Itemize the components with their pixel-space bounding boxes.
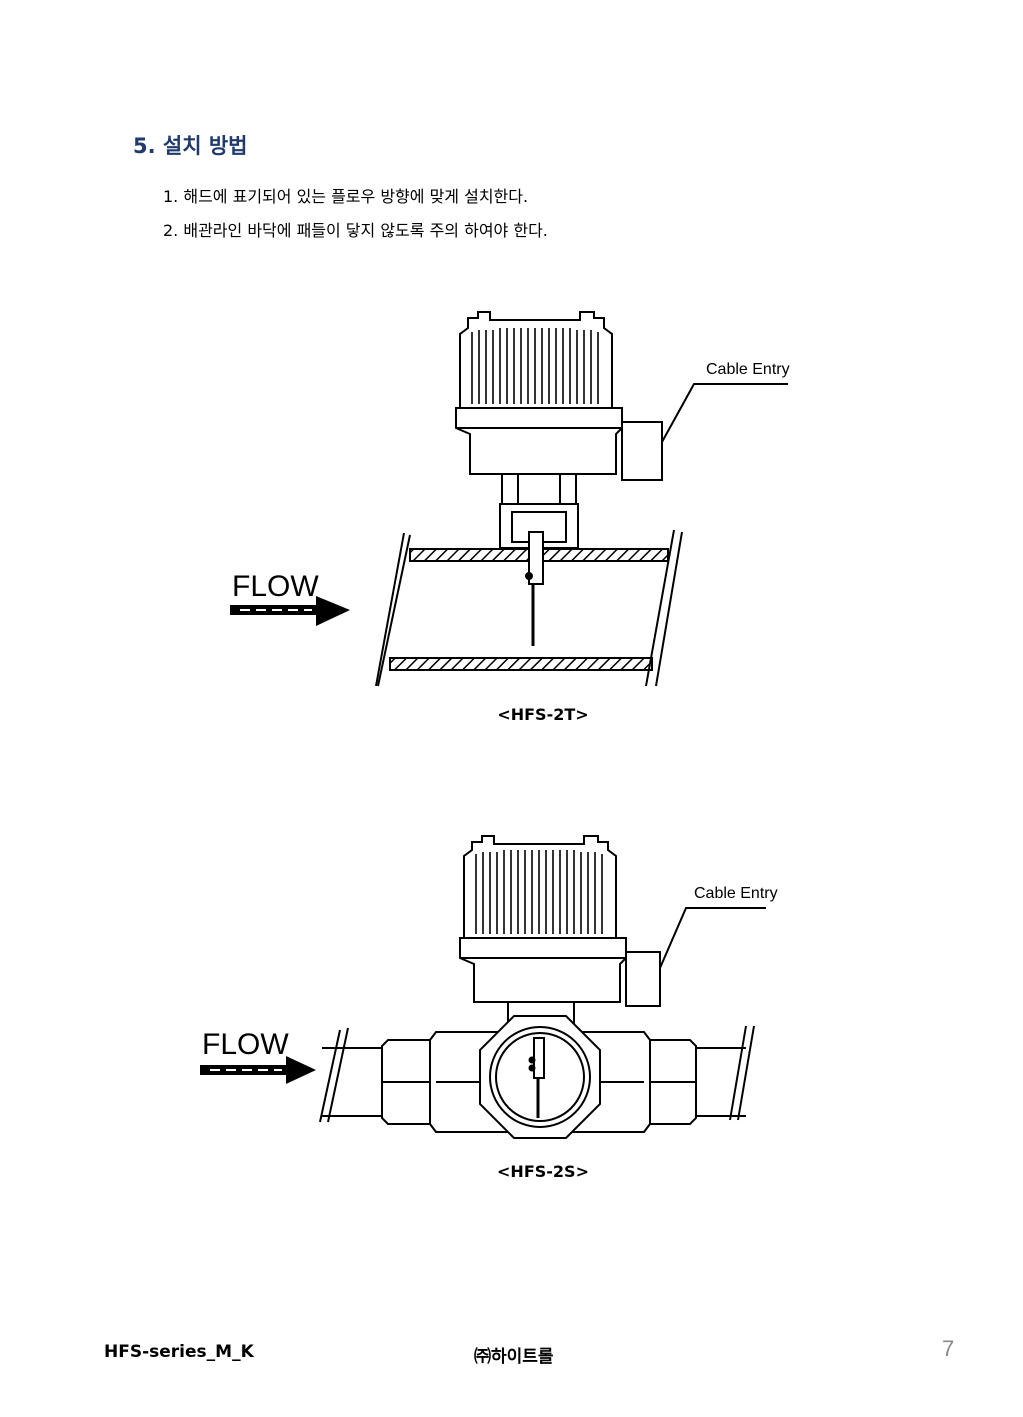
hfs-2t-diagram: FLOW Cable Entry — [230, 311, 790, 687]
instruction-item: 1. 해드에 표기되어 있는 플로우 방향에 맞게 설치한다. — [163, 187, 529, 206]
instruction-list: 1. 해드에 표기되어 있는 플로우 방향에 맞게 설치한다. 2. 배관라인 … — [163, 180, 548, 248]
instruction-item: 2. 배관라인 바닥에 패들이 닿지 않도록 주의 하여야 한다. — [163, 221, 548, 240]
section-heading: 5. 설치 방법 — [133, 134, 248, 158]
flow-label: FLOW — [232, 570, 319, 603]
footer-doc-id: HFS-series_M_K — [104, 1342, 254, 1362]
page-number: 7 — [942, 1336, 955, 1361]
hfs-2s-diagram: FLOW Cable Entry — [200, 835, 778, 1139]
footer-company: ㈜하이트롤 — [474, 1347, 554, 1367]
cable-entry-label: Cable Entry — [706, 361, 790, 378]
cable-entry-label: Cable Entry — [694, 885, 778, 902]
figure-caption: <HFS-2T> — [497, 705, 589, 724]
flow-label: FLOW — [202, 1028, 289, 1061]
figure-caption: <HFS-2S> — [497, 1162, 589, 1181]
